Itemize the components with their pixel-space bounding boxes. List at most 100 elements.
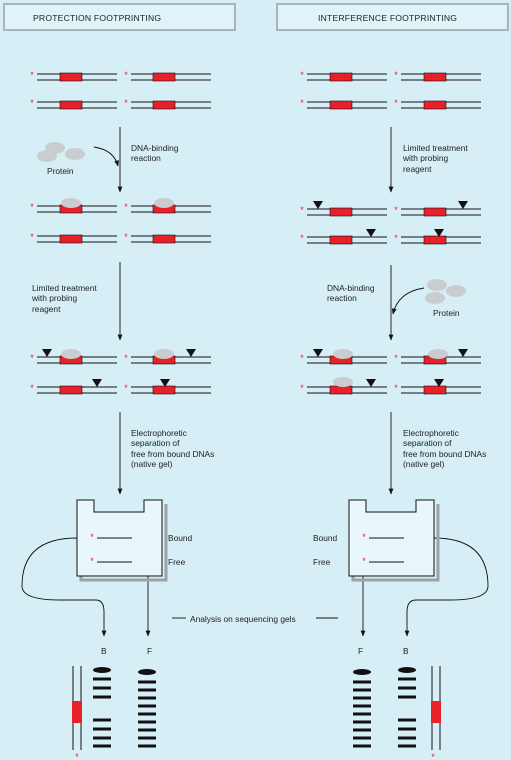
sequencing-band: [398, 727, 416, 731]
sequencing-band: [93, 686, 111, 690]
sequencing-gels: **: [72, 666, 441, 760]
cleavage-site-triangle: [42, 349, 52, 357]
left-protein-label: Protein: [47, 166, 74, 176]
right-probing-step: Limited treatment with probing reagent: [403, 143, 468, 174]
sequencing-band: [93, 736, 111, 740]
radiolabel-star: *: [90, 556, 94, 566]
radiolabel-star: *: [30, 353, 34, 363]
binding-site: [152, 234, 176, 244]
sequencing-band: [93, 744, 111, 748]
flow-arrow: [404, 537, 489, 637]
binding-site: [423, 72, 447, 82]
interference-title: INTERFERENCE FOOTPRINTING: [318, 13, 458, 23]
sequencing-band: [353, 744, 371, 748]
cleavage-site-triangle: [434, 379, 444, 387]
protein-blobs: [37, 142, 466, 387]
sequencing-band: [353, 680, 371, 684]
sequencing-band: [138, 704, 156, 708]
sequencing-band: [398, 695, 416, 699]
sequencing-band: [398, 677, 416, 681]
protein-blob: [154, 198, 174, 208]
binding-site: [423, 385, 447, 395]
radiolabel-star: *: [124, 383, 128, 393]
cleavage-site-triangle: [313, 201, 323, 209]
cleavage-site-triangle: [366, 379, 376, 387]
left-bound-label: Bound: [168, 533, 193, 543]
radiolabel-star: *: [394, 233, 398, 243]
binding-site: [59, 100, 83, 110]
reference-binding-site: [431, 701, 441, 723]
radiolabel-star: *: [394, 383, 398, 393]
protein-blob: [154, 349, 174, 359]
binding-site: [152, 385, 176, 395]
cleavage-site-triangle: [92, 379, 102, 387]
free-protein: [37, 150, 57, 162]
flow-arrows: [21, 127, 489, 637]
sequencing-band: [93, 695, 111, 699]
sequencing-band: [398, 667, 416, 673]
native-gels: * * * *: [76, 499, 440, 582]
binding-site: [423, 235, 447, 245]
flow-arrow: [391, 287, 425, 315]
radiolabel-star: *: [300, 233, 304, 243]
left-lane-f: F: [147, 646, 153, 656]
right-binding-step: DNA-binding reaction: [327, 283, 375, 304]
sequencing-band: [138, 736, 156, 740]
radiolabel-star: *: [362, 532, 366, 542]
radiolabel-star: *: [90, 532, 94, 542]
interference-title-box: [276, 3, 509, 31]
sequencing-band: [398, 736, 416, 740]
right-free-label: Free: [313, 557, 331, 567]
radiolabel-star: *: [124, 98, 128, 108]
sequencing-band: [138, 688, 156, 692]
sequencing-band: [398, 744, 416, 748]
binding-site: [329, 72, 353, 82]
right-bound-label: Bound: [313, 533, 338, 543]
radiolabel-star: *: [124, 232, 128, 242]
protein-blob: [428, 349, 448, 359]
radiolabel-star: *: [30, 98, 34, 108]
reference-binding-site: [72, 701, 82, 723]
radiolabel-star: *: [300, 353, 304, 363]
binding-site: [329, 207, 353, 217]
sequencing-band: [353, 669, 371, 675]
cleavage-site-triangle: [458, 201, 468, 209]
protein-blob: [333, 377, 353, 387]
radiolabel-star: *: [394, 353, 398, 363]
sequencing-band: [353, 712, 371, 716]
cleavage-site-triangle: [160, 379, 170, 387]
sequencing-band: [93, 677, 111, 681]
binding-site: [329, 100, 353, 110]
sequencing-band: [398, 686, 416, 690]
radiolabel-star: *: [30, 232, 34, 242]
binding-site: [59, 385, 83, 395]
sequencing-band: [353, 736, 371, 740]
right-separation-step: Electrophoretic separation of free from …: [403, 428, 487, 470]
radiolabel-star: *: [394, 205, 398, 215]
sequencing-band: [138, 680, 156, 684]
right-protein-label: Protein: [433, 308, 460, 318]
sequencing-band: [353, 688, 371, 692]
radiolabel-star: *: [362, 556, 366, 566]
radiolabel-star: *: [124, 70, 128, 80]
protection-title-box: [3, 3, 236, 31]
radiolabel-star: *: [394, 98, 398, 108]
sequencing-band: [353, 704, 371, 708]
protein-blob: [333, 349, 353, 359]
sequencing-band: [353, 720, 371, 724]
binding-site: [329, 235, 353, 245]
sequencing-band: [93, 718, 111, 722]
sequencing-band: [138, 669, 156, 675]
radiolabel-star: *: [300, 205, 304, 215]
left-binding-step: DNA-binding reaction: [131, 143, 179, 164]
dna-fragments: ************************: [30, 70, 481, 395]
protein-blob: [61, 349, 81, 359]
protection-title: PROTECTION FOOTPRINTING: [33, 13, 162, 23]
sequencing-band: [93, 667, 111, 673]
radiolabel-star: *: [394, 70, 398, 80]
radiolabel-star: *: [30, 70, 34, 80]
radiolabel-star: *: [30, 202, 34, 212]
left-lane-b: B: [101, 646, 107, 656]
